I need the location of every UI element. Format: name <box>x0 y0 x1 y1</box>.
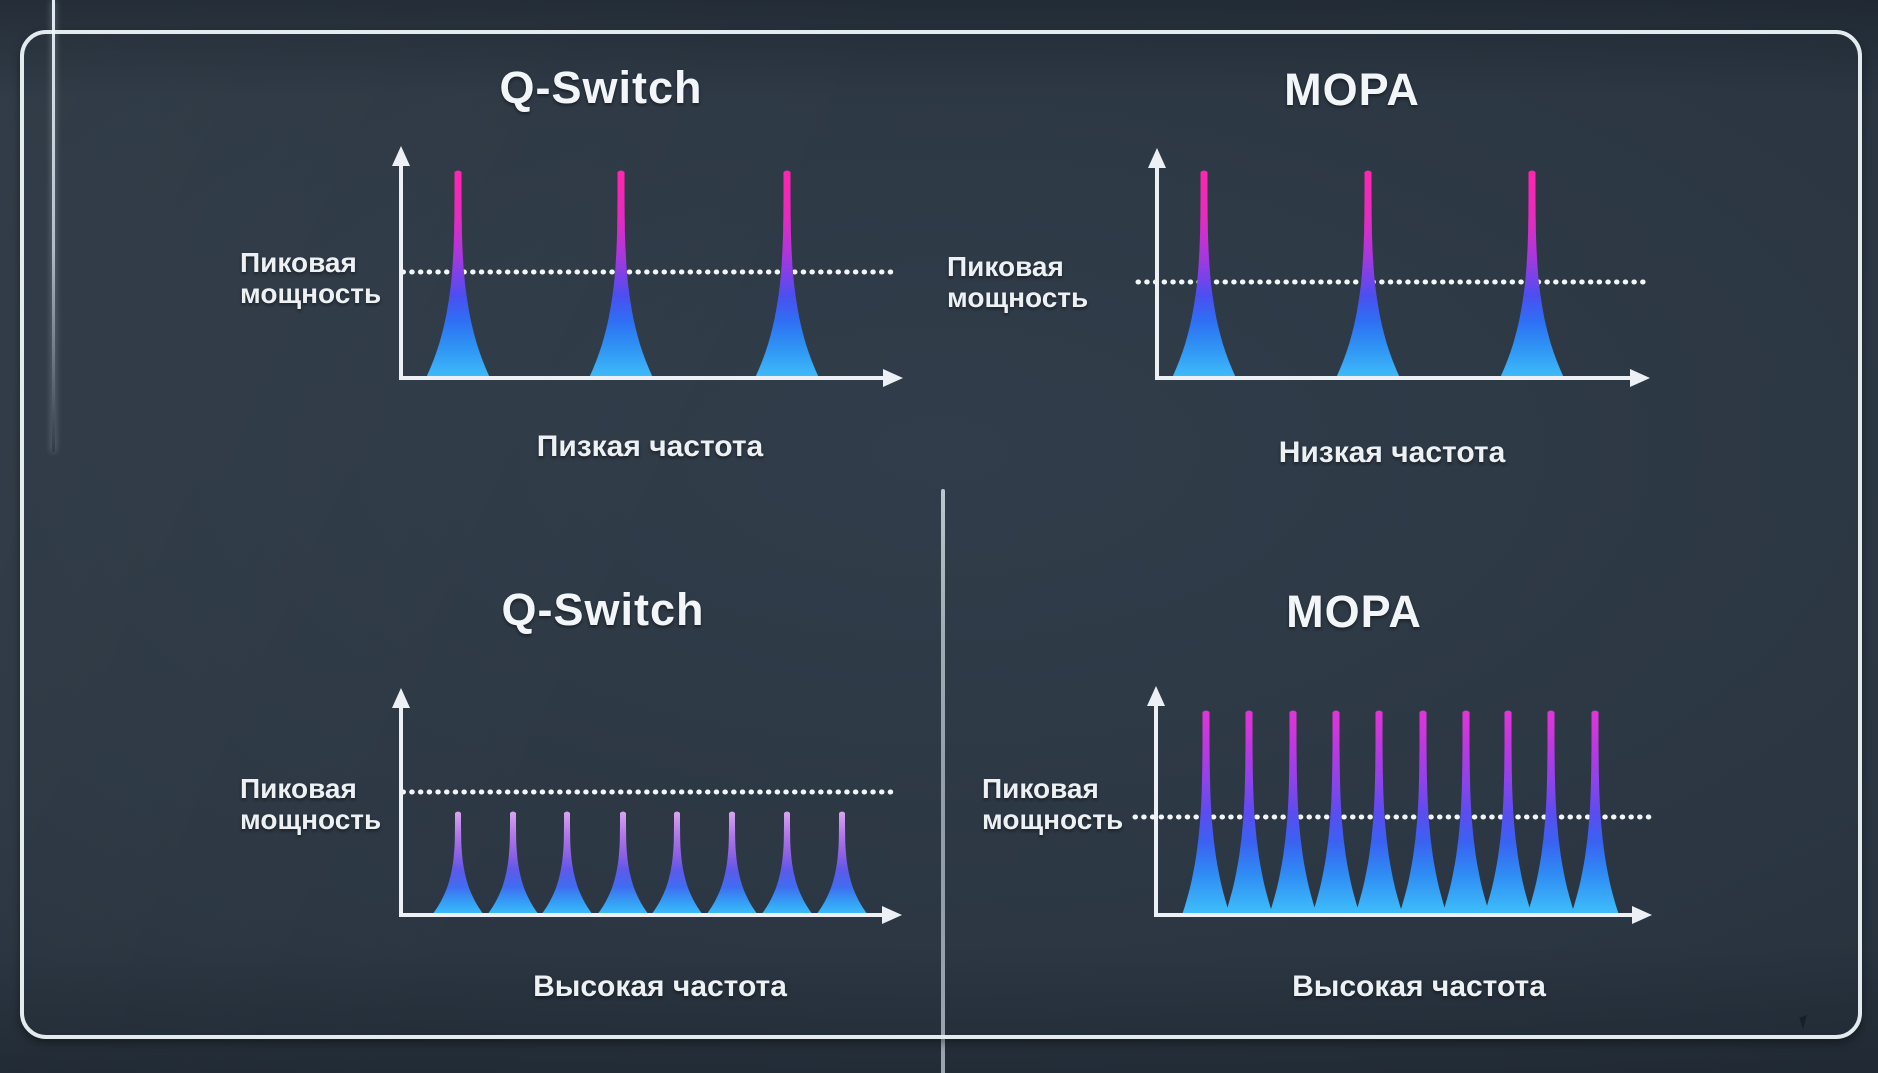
x-axis-label-frequency: Высокая частота <box>1292 970 1546 1003</box>
y-axis-label-peak-power: Пиковая мощность <box>240 773 381 835</box>
laser-pulse <box>1225 710 1273 915</box>
y-axis-label-line: Пиковая <box>982 773 1099 804</box>
laser-pulse <box>1571 710 1619 915</box>
y-axis-label-line: Пиковая <box>947 251 1064 282</box>
y-axis-arrow-icon <box>1148 148 1166 168</box>
laser-pulse <box>1336 170 1400 378</box>
y-axis-label-line: Пиковая <box>240 773 357 804</box>
y-axis-label-line: мощность <box>982 804 1124 835</box>
laser-pulse <box>706 811 758 915</box>
x-axis-label-frequency: Низкая частота <box>1278 436 1506 469</box>
x-axis-arrow-icon <box>1630 369 1650 387</box>
panel-title-qswitch-high: Q-Switch <box>501 584 705 635</box>
laser-pulse <box>755 170 819 378</box>
laser-pulse <box>761 811 813 915</box>
y-axis-arrow-icon <box>1147 686 1165 706</box>
laser-pulse <box>1484 710 1532 915</box>
laser-pulse <box>1269 710 1317 915</box>
y-axis-label-peak-power: Пиковая мощность <box>240 247 381 309</box>
laser-pulse <box>432 811 484 915</box>
x-axis-arrow-icon <box>882 906 902 924</box>
y-axis-arrow-icon <box>392 688 410 708</box>
laser-pulse <box>816 811 868 915</box>
y-axis-label-line: мощность <box>240 804 382 835</box>
chart-top-left <box>392 146 903 387</box>
y-axis-label-peak-power: Пиковая мощность <box>982 773 1123 835</box>
chart-top-right <box>1135 148 1650 387</box>
laser-pulse <box>541 811 593 915</box>
laser-pulse <box>487 811 539 915</box>
x-axis-arrow-icon <box>883 369 903 387</box>
y-axis-label-peak-power: Пиковая мощность <box>947 251 1088 313</box>
chart-bottom-right <box>1132 686 1654 924</box>
panel-title-mopa-high: MOPA <box>1286 586 1422 637</box>
laser-pulse <box>1355 710 1403 915</box>
x-axis-arrow-icon <box>1632 906 1652 924</box>
laser-pulse <box>1500 170 1564 378</box>
y-axis-label-line: мощность <box>947 282 1089 313</box>
panel-title-mopa-low: MOPA <box>1284 64 1420 115</box>
y-axis-arrow-icon <box>392 146 410 166</box>
laser-pulse <box>1527 710 1575 915</box>
chart-bottom-left <box>392 688 902 924</box>
x-axis-label-frequency: Пизкая частота <box>536 430 764 463</box>
panel-title-qswitch-low: Q-Switch <box>499 62 703 113</box>
laser-pulse <box>1172 170 1236 378</box>
x-axis-label-frequency: Высокая частота <box>533 970 787 1003</box>
y-axis-label-line: Пиковая <box>240 247 357 278</box>
laser-pulse <box>589 170 653 378</box>
laser-pulse <box>1312 710 1360 915</box>
y-axis-label-line: мощность <box>240 278 382 309</box>
laser-pulse <box>1399 710 1447 915</box>
laser-pulse <box>1182 710 1230 915</box>
vertical-divider-line <box>941 489 945 1073</box>
laser-pulse <box>1442 710 1490 915</box>
laser-pulse <box>597 811 649 915</box>
light-streak <box>52 0 55 452</box>
laser-pulse <box>651 811 703 915</box>
laser-pulse <box>426 170 490 378</box>
